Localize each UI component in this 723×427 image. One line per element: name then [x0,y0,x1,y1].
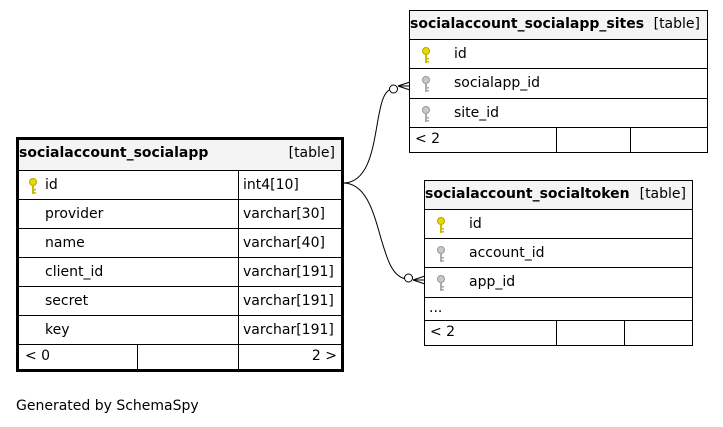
column-row: account_id [425,239,692,268]
more-columns-row: ... [425,298,692,321]
footer-divider [624,321,625,345]
footer-divider [556,321,557,345]
column-name: id [469,216,482,232]
table-footer: < 0 2 > [19,345,341,369]
column-name: key [45,322,70,338]
children-count: < 0 [25,348,51,364]
table-tag: [table] [288,145,335,161]
column-row: provider varchar[30] [19,200,341,229]
column-name: socialapp_id [454,75,541,91]
edge-optional-marker [404,273,413,283]
column-type: varchar[30] [238,200,342,228]
primary-key-icon [437,217,445,233]
edge-crowfoot-marker [397,81,411,91]
column-type: varchar[191] [238,258,342,286]
column-row: id [410,40,707,69]
edge-crowfoot-marker [412,275,426,285]
column-name: id [454,46,467,62]
table-tag: [table] [639,186,686,202]
table-name: socialaccount_socialapp_sites [410,16,645,32]
foreign-key-icon [422,106,430,122]
column-row: app_id [425,268,692,298]
column-row: client_id varchar[191] [19,258,341,287]
table-header: socialaccount_socialapp [table] [19,140,341,171]
generator-caption: Generated by SchemaSpy [16,398,199,414]
table-tag: [table] [653,16,700,32]
table-header: socialaccount_socialapp_sites [table] [410,11,707,40]
column-name: account_id [469,245,545,261]
column-row: secret varchar[191] [19,287,341,316]
column-name: app_id [469,274,516,290]
table-footer: < 2 [425,321,692,345]
column-name: site_id [454,105,500,121]
foreign-key-icon [437,275,445,291]
column-row: name varchar[40] [19,229,341,258]
column-type: varchar[191] [238,287,342,315]
children-count: < 2 [415,131,441,147]
column-name: id [45,177,58,193]
column-row: key varchar[191] [19,316,341,345]
table-socialaccount-socialapp-sites[interactable]: socialaccount_socialapp_sites [table] id… [409,10,708,153]
table-name: socialaccount_socialtoken [425,186,630,202]
parents-count: 2 > [311,348,337,364]
footer-divider [556,128,557,152]
column-row: id [425,210,692,239]
column-name: provider [45,206,104,222]
more-columns-ellipsis: ... [429,300,443,316]
foreign-key-icon [422,76,430,92]
column-row: id int4[10] [19,171,341,200]
column-type: varchar[40] [238,229,342,257]
children-count: < 2 [430,324,456,340]
edge-optional-marker [389,84,398,94]
column-name: secret [45,293,89,309]
column-name: client_id [45,264,104,280]
edge-socialapp-to-sites [342,88,394,184]
primary-key-icon [422,47,430,63]
footer-divider [630,128,631,152]
footer-divider [137,345,138,369]
table-socialaccount-socialtoken[interactable]: socialaccount_socialtoken [table] id acc… [424,180,693,346]
table-footer: < 2 [410,128,707,152]
footer-divider [238,345,239,369]
column-type: varchar[191] [238,316,342,344]
foreign-key-icon [437,246,445,262]
primary-key-icon [29,178,37,194]
column-name: name [45,235,85,251]
table-socialaccount-socialapp[interactable]: socialaccount_socialapp [table] id int4[… [16,137,344,372]
table-name: socialaccount_socialapp [19,145,209,161]
table-header: socialaccount_socialtoken [table] [425,181,692,210]
column-row: site_id [410,99,707,128]
column-row: socialapp_id [410,69,707,99]
edge-socialapp-to-socialtoken [342,182,409,280]
column-type: int4[10] [238,171,342,199]
